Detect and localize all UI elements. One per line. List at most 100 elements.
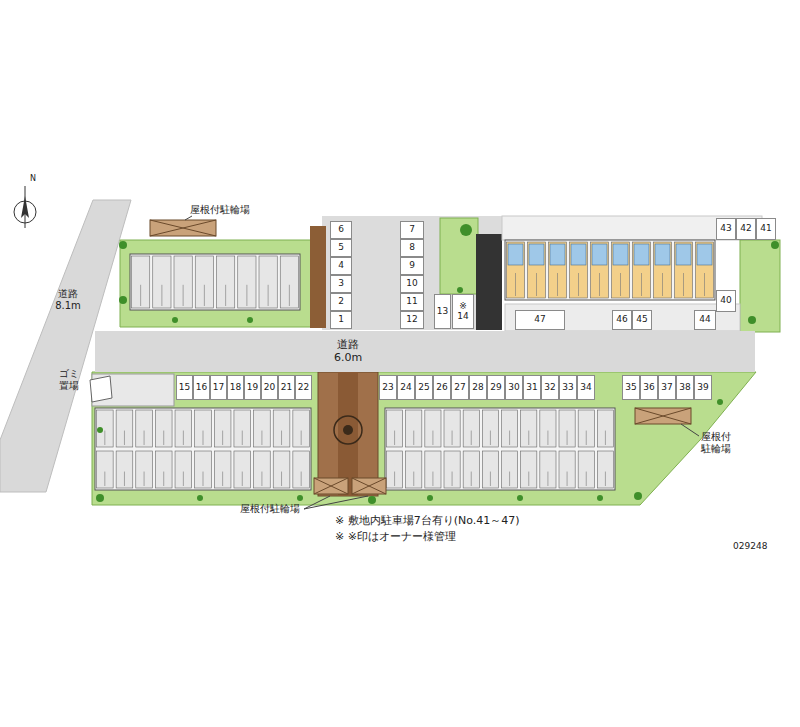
apartment-unit (559, 410, 575, 447)
parking-space: 47 (515, 310, 565, 330)
parking-space: 22 (295, 375, 312, 400)
note: ※ 敷地内駐車場7台有り(No.41～47) (335, 515, 520, 528)
parking-space: 46 (612, 310, 632, 330)
apartment-unit (97, 451, 114, 488)
apartment-unit (234, 451, 251, 488)
parking-space: 33 (559, 375, 577, 400)
apartment-unit (425, 451, 441, 488)
unit-partition (144, 472, 145, 486)
unit-partition (432, 431, 433, 445)
building (130, 254, 300, 310)
unit-partition (163, 472, 164, 486)
apartment-unit (633, 242, 651, 298)
parking-space: 11 (400, 293, 424, 311)
parking-number: 10 (406, 279, 417, 289)
apartment-unit (634, 244, 649, 265)
walkway (318, 372, 378, 496)
walkway (338, 372, 358, 496)
parking-space: 37 (658, 375, 676, 400)
parking-space: 39 (694, 375, 712, 400)
apartment-unit (273, 410, 290, 447)
parking-number: 37 (661, 383, 672, 393)
parking-space: 28 (469, 375, 487, 400)
parking-space: 25 (415, 375, 433, 400)
parking-space: 19 (244, 375, 261, 400)
unit-partition (394, 431, 395, 445)
unit-partition (183, 285, 184, 306)
apartment-unit (676, 244, 691, 265)
parking-number: 3 (338, 279, 344, 289)
unit-partition (641, 273, 642, 296)
road-label: 道路 6.0m (331, 339, 365, 363)
apartment-unit (254, 410, 271, 447)
parking-number: 18 (230, 383, 241, 393)
apartment-unit (597, 410, 613, 447)
tree (96, 224, 779, 504)
apartment-unit (155, 410, 172, 447)
note: ※ 敷地内駐車場7台有り(No.41～47) (335, 515, 520, 528)
apartment-unit (136, 451, 153, 488)
unit-partition (605, 472, 606, 486)
unit-partition (225, 285, 226, 306)
unit-partition (586, 472, 587, 486)
apartment-unit (463, 410, 479, 447)
parking-space: 38 (676, 375, 694, 400)
unit-partition (144, 431, 145, 445)
compass (14, 186, 36, 228)
unit-partition (222, 431, 223, 445)
apartment-unit (482, 410, 498, 447)
parking-number: 6 (338, 225, 344, 235)
parking-number: 30 (508, 383, 519, 393)
parking-number: 47 (534, 315, 545, 325)
unit-partition (662, 273, 663, 296)
unit-partition (567, 472, 568, 486)
apartment-unit (116, 451, 133, 488)
apartment-unit (578, 410, 594, 447)
apartment-unit (406, 451, 422, 488)
unit-partition (268, 285, 269, 306)
parking-space: 10 (400, 275, 424, 293)
lawn (740, 240, 780, 332)
parking-space: 17 (210, 375, 227, 400)
unit-partition (301, 472, 302, 486)
parking-number: 39 (697, 383, 708, 393)
parking-space: 13 (434, 294, 451, 329)
unit-partition (204, 285, 205, 306)
apartment-unit (675, 242, 693, 298)
apartment-unit (174, 256, 192, 308)
apartment-unit (521, 410, 537, 447)
parking-number: 8 (409, 243, 415, 253)
parking-number: 1 (338, 315, 344, 325)
parking-space: 29 (487, 375, 505, 400)
unit-partition (432, 472, 433, 486)
apartment-unit (482, 451, 498, 488)
drawing-number: 029248 (733, 541, 767, 551)
apartment-unit (406, 410, 422, 447)
unit-partition (490, 431, 491, 445)
apartment-unit (529, 244, 544, 265)
parking-number: 24 (400, 383, 411, 393)
unit-partition (289, 285, 290, 306)
apartment-unit (612, 242, 630, 298)
apartment-unit (217, 256, 235, 308)
lawn (440, 218, 478, 294)
apartment-unit (528, 242, 546, 298)
apartment-unit (175, 410, 192, 447)
unit-partition (203, 472, 204, 486)
drawing-number: 029248 (733, 541, 767, 551)
parking-number: 26 (436, 383, 447, 393)
apartment-unit (559, 451, 575, 488)
parking-lot (322, 216, 502, 330)
apartment-unit (97, 410, 114, 447)
parking-space: 42 (736, 218, 756, 240)
apartment-unit (155, 451, 172, 488)
unit-partition (124, 472, 125, 486)
parking-number: 42 (740, 224, 751, 234)
bike-parking-label: 屋根付 駐輪場 (701, 431, 741, 454)
unit-partition (471, 431, 472, 445)
parking-space: 35 (622, 375, 640, 400)
unit-partition (578, 273, 579, 296)
bike-parking-label: 屋根付駐輪場 (240, 503, 300, 515)
parking-space: 20 (261, 375, 278, 400)
apartment-unit (259, 256, 277, 308)
